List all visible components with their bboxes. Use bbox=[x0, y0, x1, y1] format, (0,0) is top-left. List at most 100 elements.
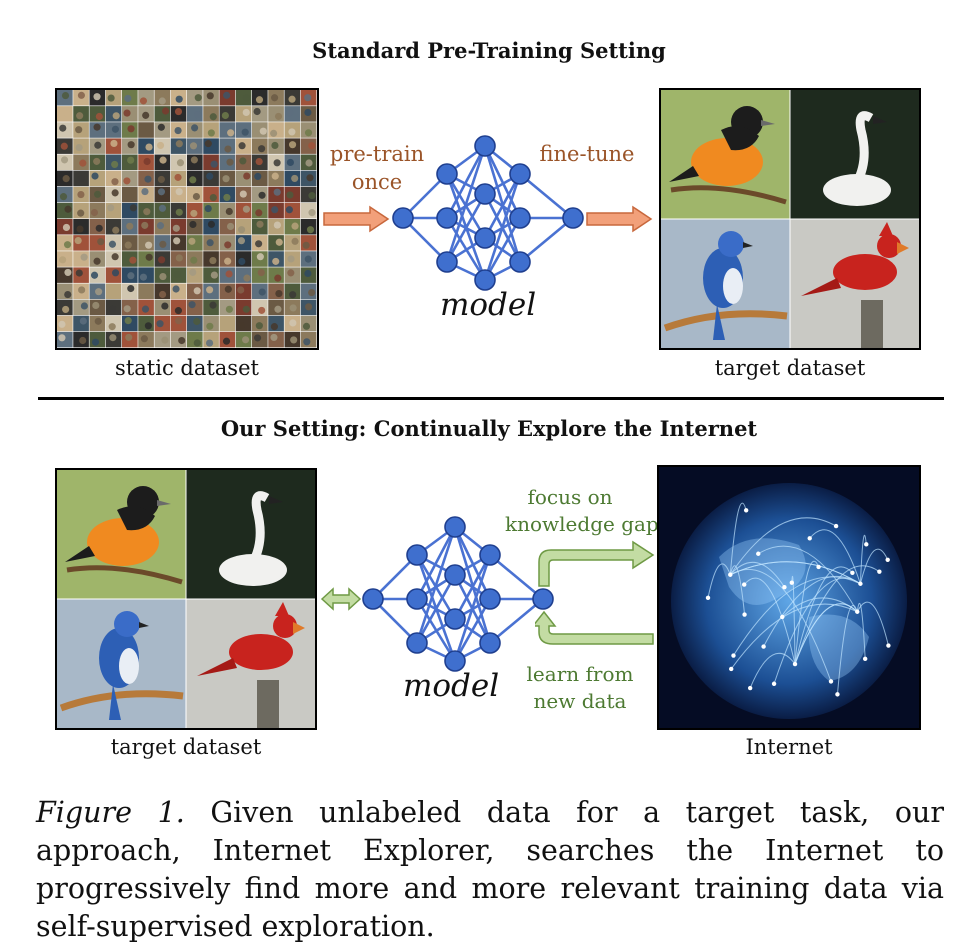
mosaic-detail bbox=[91, 338, 100, 346]
mosaic-detail bbox=[93, 157, 101, 165]
mosaic-detail bbox=[237, 286, 245, 294]
network-link bbox=[859, 548, 889, 584]
mosaic-detail bbox=[256, 253, 264, 261]
network-node bbox=[436, 163, 458, 185]
mosaic-thumbnail bbox=[138, 122, 154, 138]
mosaic-detail bbox=[127, 284, 135, 293]
finetune-arrow bbox=[586, 205, 653, 233]
mosaic-detail bbox=[227, 222, 235, 231]
network-node bbox=[509, 163, 531, 185]
mosaic-detail bbox=[223, 91, 231, 99]
mosaic-detail bbox=[239, 157, 247, 165]
focus-line-2: knowledge gaps bbox=[505, 512, 669, 536]
top-heading: Standard Pre-Training Setting bbox=[312, 38, 666, 63]
pretrain-arrow bbox=[323, 205, 390, 233]
mosaic-detail bbox=[60, 142, 68, 150]
mosaic-detail bbox=[139, 97, 148, 105]
mosaic-detail bbox=[129, 256, 137, 264]
mosaic-detail bbox=[143, 208, 151, 216]
internet-globe-image bbox=[657, 465, 921, 730]
network-link bbox=[729, 561, 785, 588]
mosaic-detail bbox=[62, 305, 70, 314]
mosaic-detail bbox=[94, 190, 102, 198]
mosaic-detail bbox=[178, 336, 186, 345]
mosaic-detail bbox=[242, 305, 250, 313]
mosaic-detail bbox=[258, 288, 266, 296]
mosaic-detail bbox=[79, 336, 87, 345]
mosaic-detail bbox=[289, 291, 297, 299]
network-point bbox=[828, 679, 834, 684]
focus-line-1: focus on bbox=[527, 485, 613, 509]
mosaic-detail bbox=[193, 287, 201, 295]
mosaic-detail bbox=[222, 337, 231, 345]
mosaic-detail bbox=[79, 317, 87, 325]
mosaic-detail bbox=[109, 305, 117, 313]
mosaic-detail bbox=[207, 220, 216, 228]
network-point bbox=[885, 557, 890, 563]
mosaic-detail bbox=[304, 255, 312, 263]
mosaic-detail bbox=[291, 222, 299, 230]
mosaic-detail bbox=[80, 302, 88, 310]
network-node bbox=[444, 564, 466, 586]
network-point bbox=[877, 569, 882, 574]
mosaic-detail bbox=[124, 317, 132, 325]
mosaic-detail bbox=[285, 206, 293, 214]
learn-label: learn from new data bbox=[505, 661, 655, 715]
target-dataset-image-bottom bbox=[55, 468, 317, 730]
network-edge bbox=[519, 216, 574, 264]
mosaic-detail bbox=[286, 109, 294, 117]
mosaic-thumbnail bbox=[57, 267, 73, 283]
cardinal-bird bbox=[833, 254, 897, 290]
mosaic-detail bbox=[139, 273, 148, 281]
mosaic-detail bbox=[162, 107, 170, 115]
network-node bbox=[444, 516, 466, 538]
mosaic-detail bbox=[126, 222, 134, 230]
mosaic-detail bbox=[288, 95, 296, 103]
mosaic-detail bbox=[209, 256, 217, 265]
static-dataset-image bbox=[55, 88, 319, 350]
mosaic-detail bbox=[64, 290, 72, 299]
mosaic-detail bbox=[95, 112, 103, 121]
mosaic-detail bbox=[173, 271, 181, 279]
network-link bbox=[729, 517, 837, 576]
mosaic-detail bbox=[108, 323, 116, 331]
mosaic-detail bbox=[112, 226, 120, 234]
network-edge bbox=[415, 574, 457, 644]
pretrain-line-1: pre-train bbox=[329, 142, 425, 166]
mosaic-detail bbox=[238, 257, 246, 266]
mosaic-detail bbox=[242, 205, 251, 213]
mosaic-detail bbox=[141, 305, 150, 313]
mosaic-detail bbox=[273, 188, 281, 196]
mosaic-detail bbox=[59, 124, 67, 132]
network-node bbox=[436, 251, 458, 273]
mosaic-detail bbox=[77, 174, 85, 182]
mosaic-detail bbox=[255, 240, 263, 248]
mosaic-detail bbox=[75, 269, 83, 277]
network-point bbox=[850, 570, 855, 575]
swan-bird bbox=[823, 174, 891, 206]
mosaic-detail bbox=[144, 175, 152, 183]
network-point bbox=[789, 580, 795, 585]
mosaic-detail bbox=[157, 188, 166, 196]
mosaic-detail bbox=[193, 339, 201, 347]
mosaic-detail bbox=[127, 125, 135, 133]
mosaic-detail bbox=[126, 192, 134, 201]
mosaic-detail bbox=[271, 94, 279, 102]
mosaic-detail bbox=[175, 95, 183, 103]
mosaic-detail bbox=[107, 94, 115, 102]
mosaic-detail bbox=[125, 333, 133, 341]
mosaic-detail bbox=[189, 176, 197, 184]
mosaic-detail bbox=[60, 156, 69, 164]
mosaic-detail bbox=[76, 112, 84, 120]
mosaic-detail bbox=[255, 209, 263, 217]
mosaic-detail bbox=[93, 93, 101, 101]
mosaic-detail bbox=[224, 241, 232, 249]
mosaic-detail bbox=[206, 322, 214, 330]
mosaic-detail bbox=[291, 237, 299, 245]
mosaic-detail bbox=[308, 192, 316, 200]
network-node bbox=[392, 207, 414, 229]
mosaic-detail bbox=[258, 191, 266, 199]
mosaic-detail bbox=[271, 172, 279, 180]
mosaic-detail bbox=[270, 333, 278, 341]
mosaic-detail bbox=[59, 193, 68, 201]
